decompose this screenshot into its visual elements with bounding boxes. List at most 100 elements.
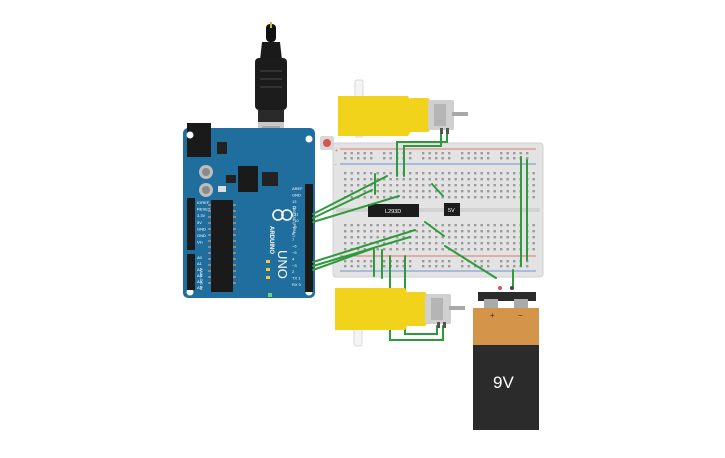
breadboard-hole[interactable]	[376, 248, 379, 251]
breadboard-hole[interactable]	[448, 230, 451, 233]
breadboard-hole[interactable]	[506, 172, 509, 175]
breadboard-hole[interactable]	[513, 236, 516, 239]
breadboard-hole[interactable]	[526, 265, 529, 268]
breadboard-hole[interactable]	[350, 236, 353, 239]
breadboard-hole[interactable]	[487, 236, 490, 239]
breadboard-hole[interactable]	[461, 152, 464, 155]
breadboard-hole[interactable]	[344, 260, 347, 263]
breadboard-hole[interactable]	[448, 190, 451, 193]
breadboard-hole[interactable]	[428, 242, 431, 245]
breadboard-hole[interactable]	[461, 184, 464, 187]
breadboard-hole[interactable]	[493, 196, 496, 199]
breadboard-hole[interactable]	[526, 260, 529, 263]
breadboard-hole[interactable]	[467, 265, 470, 268]
breadboard-hole[interactable]	[422, 152, 425, 155]
breadboard-hole[interactable]	[493, 248, 496, 251]
breadboard-hole[interactable]	[526, 152, 529, 155]
breadboard-hole[interactable]	[376, 224, 379, 227]
breadboard-hole[interactable]	[461, 260, 464, 263]
breadboard-hole[interactable]	[344, 178, 347, 181]
breadboard[interactable]: + -	[332, 142, 544, 278]
breadboard-hole[interactable]	[376, 236, 379, 239]
breadboard-hole[interactable]	[357, 248, 360, 251]
breadboard-hole[interactable]	[532, 178, 535, 181]
breadboard-hole[interactable]	[428, 236, 431, 239]
breadboard-hole[interactable]	[480, 184, 483, 187]
wire[interactable]	[312, 229, 416, 263]
wire[interactable]	[424, 221, 445, 237]
breadboard-hole[interactable]	[474, 178, 477, 181]
breadboard-hole[interactable]	[350, 224, 353, 227]
breadboard-hole[interactable]	[396, 265, 399, 268]
breadboard-hole[interactable]	[389, 190, 392, 193]
breadboard-hole[interactable]	[422, 157, 425, 160]
breadboard-hole[interactable]	[428, 184, 431, 187]
breadboard-hole[interactable]	[396, 230, 399, 233]
breadboard-hole[interactable]	[409, 224, 412, 227]
breadboard-hole[interactable]	[506, 260, 509, 263]
breadboard-hole[interactable]	[370, 172, 373, 175]
breadboard-hole[interactable]	[435, 260, 438, 263]
breadboard-hole[interactable]	[422, 196, 425, 199]
breadboard-hole[interactable]	[474, 190, 477, 193]
breadboard-hole[interactable]	[428, 260, 431, 263]
breadboard-hole[interactable]	[448, 224, 451, 227]
breadboard-hole[interactable]	[454, 248, 457, 251]
breadboard-hole[interactable]	[480, 230, 483, 233]
breadboard-hole[interactable]	[506, 248, 509, 251]
breadboard-hole[interactable]	[500, 196, 503, 199]
breadboard-hole[interactable]	[487, 172, 490, 175]
breadboard-hole[interactable]	[357, 178, 360, 181]
breadboard-hole[interactable]	[448, 178, 451, 181]
breadboard-hole[interactable]	[370, 152, 373, 155]
wire[interactable]	[312, 195, 400, 223]
breadboard-hole[interactable]	[415, 178, 418, 181]
breadboard-hole[interactable]	[363, 265, 366, 268]
breadboard-hole[interactable]	[461, 236, 464, 239]
breadboard-hole[interactable]	[480, 236, 483, 239]
breadboard-hole[interactable]	[500, 248, 503, 251]
breadboard-hole[interactable]	[415, 230, 418, 233]
breadboard-hole[interactable]	[487, 196, 490, 199]
breadboard-hole[interactable]	[402, 224, 405, 227]
breadboard-hole[interactable]	[363, 230, 366, 233]
breadboard-hole[interactable]	[506, 157, 509, 160]
breadboard-hole[interactable]	[493, 230, 496, 233]
breadboard-hole[interactable]	[500, 190, 503, 193]
breadboard-hole[interactable]	[461, 242, 464, 245]
breadboard-hole[interactable]	[448, 242, 451, 245]
breadboard-hole[interactable]	[506, 242, 509, 245]
breadboard-hole[interactable]	[435, 178, 438, 181]
breadboard-hole[interactable]	[396, 236, 399, 239]
breadboard-hole[interactable]	[357, 236, 360, 239]
breadboard-hole[interactable]	[428, 196, 431, 199]
breadboard-hole[interactable]	[506, 224, 509, 227]
breadboard-hole[interactable]	[506, 184, 509, 187]
breadboard-hole[interactable]	[461, 190, 464, 193]
breadboard-hole[interactable]	[383, 230, 386, 233]
breadboard-hole[interactable]	[467, 242, 470, 245]
breadboard-hole[interactable]	[500, 178, 503, 181]
breadboard-hole[interactable]	[422, 224, 425, 227]
analog-header[interactable]	[187, 254, 195, 290]
breadboard-hole[interactable]	[513, 248, 516, 251]
breadboard-hole[interactable]	[500, 260, 503, 263]
breadboard-hole[interactable]	[344, 265, 347, 268]
breadboard-hole[interactable]	[344, 224, 347, 227]
breadboard-hole[interactable]	[532, 236, 535, 239]
breadboard-hole[interactable]	[441, 224, 444, 227]
breadboard-hole[interactable]	[474, 157, 477, 160]
breadboard-hole[interactable]	[474, 196, 477, 199]
breadboard-hole[interactable]	[474, 184, 477, 187]
breadboard-hole[interactable]	[428, 157, 431, 160]
breadboard-hole[interactable]	[402, 248, 405, 251]
breadboard-hole[interactable]	[487, 248, 490, 251]
breadboard-hole[interactable]	[409, 260, 412, 263]
breadboard-hole[interactable]	[435, 172, 438, 175]
breadboard-hole[interactable]	[461, 178, 464, 181]
breadboard-hole[interactable]	[344, 248, 347, 251]
wire[interactable]	[396, 133, 448, 177]
breadboard-hole[interactable]	[415, 224, 418, 227]
breadboard-hole[interactable]	[435, 236, 438, 239]
breadboard-hole[interactable]	[435, 224, 438, 227]
